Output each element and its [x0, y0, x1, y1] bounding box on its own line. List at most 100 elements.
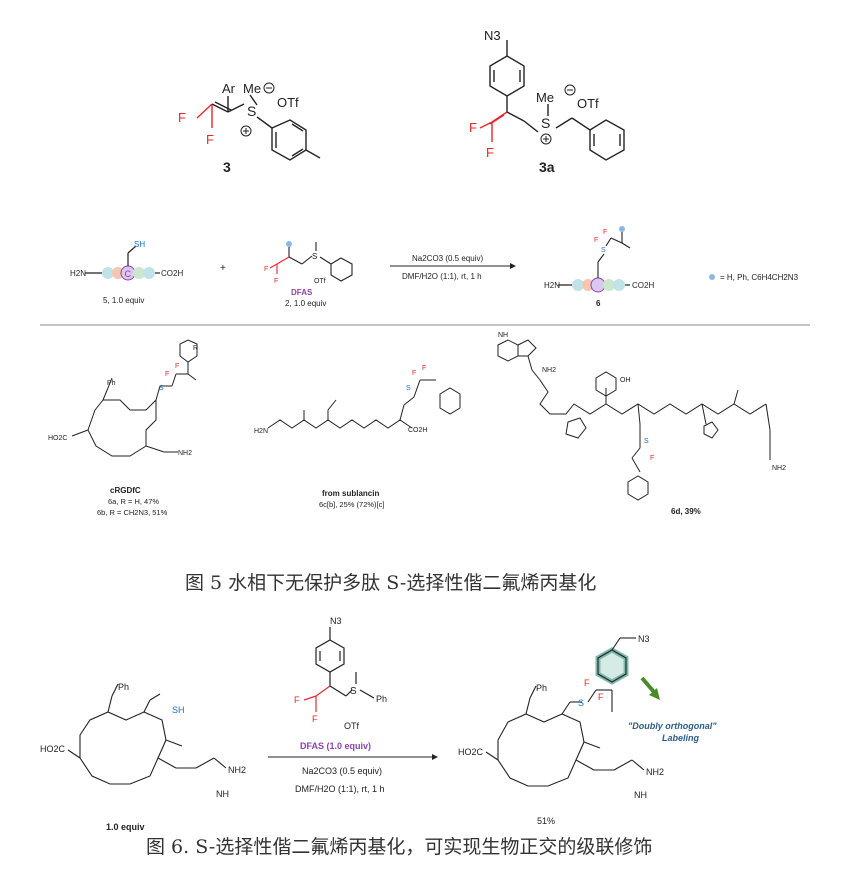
- fig6-dfas-structure: [303, 627, 375, 712]
- fig6-product-f1: F: [584, 678, 590, 688]
- reagent-3-sulfur: S: [247, 103, 256, 119]
- fig6-sm-ho2c: HO2C: [40, 744, 66, 754]
- reagent-3-minus-charge: [263, 82, 275, 94]
- reagent-3a-plus-charge: [540, 133, 552, 145]
- product-6-f2: F: [603, 229, 607, 236]
- dfas-reagent-structure: [269, 241, 353, 282]
- fig6-product-nh: NH: [634, 790, 647, 800]
- product-6-h2n: H2N: [544, 281, 560, 290]
- p6ab-ho2c: HO2C: [48, 435, 67, 442]
- product-6c-structure: [267, 379, 461, 429]
- svg-text:C: C: [125, 269, 132, 279]
- reagent-3a-minus-charge: [564, 84, 576, 96]
- fig6-product-n3: N3: [638, 634, 650, 644]
- reaction-arrowhead-fig6: [432, 754, 438, 760]
- reagent-3-label: 3: [223, 159, 231, 175]
- peptide-5-co2h: CO2H: [161, 269, 183, 278]
- p6c-result: 6c[b], 25% (72%)[c]: [319, 500, 384, 509]
- p6d-nh2-lys: NH2: [772, 465, 786, 472]
- p6d-nh2: NH2: [542, 367, 556, 374]
- fig6-sm-nh: NH: [216, 789, 229, 799]
- fig6-yield: 51%: [537, 816, 555, 826]
- reagent-3a-n3: N3: [484, 28, 501, 43]
- p6ab-ph: Ph: [107, 380, 116, 387]
- product-6-structure: [558, 226, 631, 293]
- fig6-conditions-bottom: DMF/H2O (1:1), rt, 1 h: [295, 784, 385, 794]
- reagent-3-ar: Ar: [222, 81, 236, 96]
- fig6-product-ph: Ph: [536, 683, 547, 693]
- fig6-dfas-f1: F: [294, 695, 300, 705]
- p6d-nh: NH: [498, 332, 508, 339]
- p6c-sulfur: S: [406, 385, 411, 392]
- p6c-h2n: H2N: [254, 428, 268, 435]
- p6c-name: from sublancin: [322, 489, 379, 498]
- p6c-co2h: CO2H: [408, 427, 427, 434]
- fig6-product-structure: [485, 685, 645, 787]
- p6ab-name: cRGDfC: [110, 486, 141, 495]
- reagent-3-plus-charge: [240, 125, 252, 137]
- peptide-5-label: 5, 1.0 equiv: [103, 296, 144, 305]
- green-arrow: [640, 676, 660, 700]
- fig5-conditions-bottom: DMF/H2O (1:1), rt, 1 h: [402, 272, 482, 281]
- fig6-starting-material-structure: [67, 683, 227, 785]
- p6ab-sulfur: S: [159, 385, 164, 392]
- figure-6-caption: 图 6. S-选择性偕二氟烯丙基化，可实现生物正交的级联修饰: [146, 836, 653, 858]
- p6d-f: F: [650, 455, 654, 462]
- substituent-dot: [709, 274, 715, 280]
- fig6-sm-sh: SH: [172, 705, 185, 715]
- fig6-dfas-ph: Ph: [376, 694, 387, 704]
- reagent-3a-structure: [479, 40, 625, 161]
- fig6-dfas-sulfur: S: [350, 686, 357, 697]
- fig6-sm-nh2: NH2: [228, 765, 246, 775]
- p6d-result: 6d, 39%: [671, 507, 701, 516]
- reagent-3-otf: OTf: [277, 95, 299, 110]
- product-6ab-structure: [71, 339, 198, 457]
- reagent-3-me: Me: [243, 81, 261, 96]
- reagent-3a-me: Me: [536, 90, 554, 105]
- product-6-co2h: CO2H: [632, 281, 654, 290]
- fig6-highlighted-ring: [595, 647, 629, 685]
- product-6-label: 6: [596, 299, 601, 308]
- fig5-conditions-top: Na2CO3 (0.5 equiv): [412, 254, 483, 263]
- peptide-5-sh: SH: [134, 240, 145, 249]
- fig6-sm-ph: Ph: [118, 682, 129, 692]
- dfas-sulfur: S: [312, 252, 317, 261]
- p6c-f2: F: [422, 365, 426, 372]
- dfas-equiv: 2, 1.0 equiv: [285, 299, 326, 308]
- reagent-3a-label: 3a: [539, 159, 555, 175]
- fig6-product-nh2: NH2: [646, 767, 664, 777]
- reagent-3a-sulfur: S: [541, 115, 550, 131]
- dfas-f1: F: [264, 266, 268, 273]
- fig6-conditions-top: Na2CO3 (0.5 equiv): [302, 766, 382, 776]
- reagent-3a-f1: F: [469, 120, 477, 135]
- fig6-note-line1: "Doubly orthogonal": [628, 721, 717, 731]
- substituent-list: = H, Ph, C6H4CH2N3: [720, 273, 799, 282]
- dfas-name: DFAS: [291, 288, 313, 297]
- p6d-sulfur: S: [644, 438, 649, 445]
- fig6-product-ho2c: HO2C: [458, 747, 484, 757]
- p6a-result: 6a, R = H, 47%: [108, 497, 159, 506]
- peptide-5-structure: C: [85, 245, 160, 281]
- reagent-3a-f2: F: [486, 145, 494, 160]
- product-6-f1: F: [594, 237, 598, 244]
- fig6-dfas-reagent: DFAS (1.0 equiv): [300, 741, 371, 751]
- fig6-note-line2: Labeling: [662, 733, 700, 743]
- fig6-sm-label: 1.0 equiv: [106, 822, 145, 832]
- peptide-5-h2n: H2N: [70, 269, 86, 278]
- p6d-oh: OH: [620, 377, 631, 384]
- figure-5-caption: 图 5 水相下无保护多肽 S-选择性偕二氟烯丙基化: [185, 572, 597, 594]
- reagent-3-f1: F: [178, 110, 186, 125]
- p6ab-f2: F: [175, 363, 179, 370]
- plus-sign: +: [220, 263, 226, 274]
- dfas-f2: F: [274, 278, 278, 285]
- product-6-sulfur: S: [601, 247, 606, 254]
- fig6-product-sulfur: S: [578, 698, 584, 708]
- fig6-dfas-n3: N3: [330, 616, 342, 626]
- fig6-dfas-otf: OTf: [344, 721, 359, 731]
- p6ab-nh2: NH2: [178, 450, 192, 457]
- p6ab-r1: R: [193, 345, 198, 352]
- reagent-3-f2: F: [206, 132, 214, 147]
- product-6d-structure: [497, 339, 771, 501]
- reagent-3a-otf: OTf: [577, 96, 599, 111]
